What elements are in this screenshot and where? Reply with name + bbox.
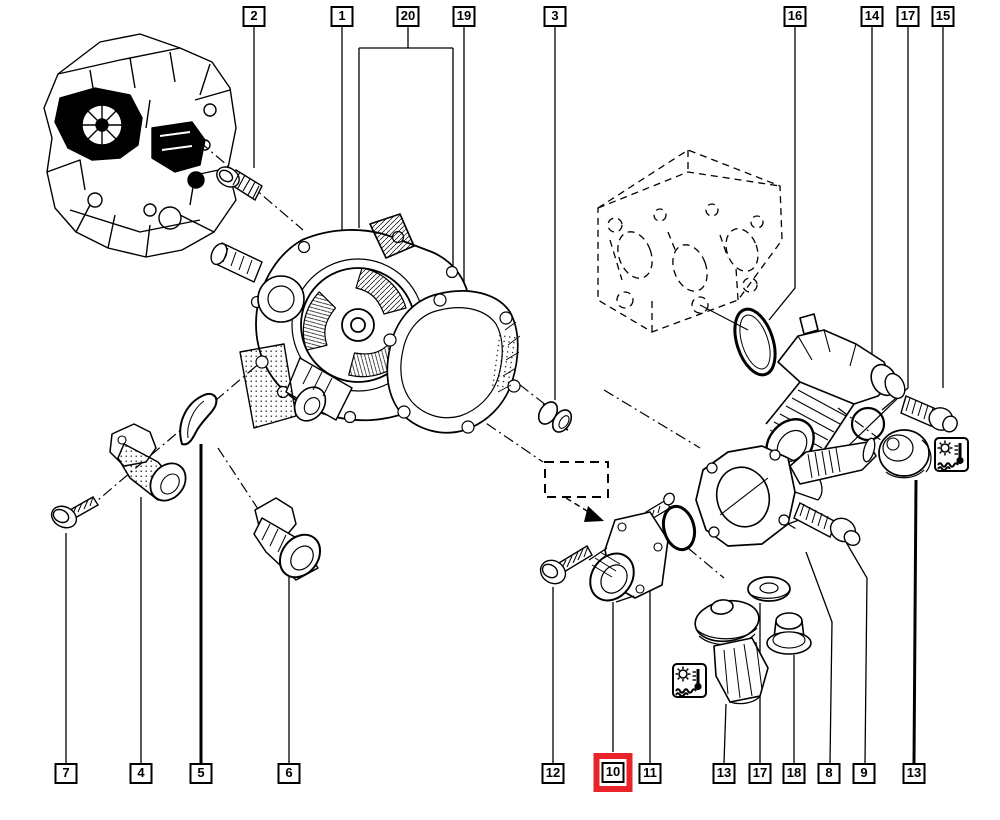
thermostat-housing-4-illustration [109, 423, 187, 502]
callout-box-5[interactable]: 5 [189, 763, 213, 784]
highlight-frame: 10 [593, 753, 633, 792]
callout-box-18[interactable]: 18 [782, 763, 806, 784]
callout-box-17-bottom[interactable]: 17 [748, 763, 772, 784]
leader-lines-bold [199, 444, 918, 764]
coolant-outlet-housing-illustration [695, 437, 877, 547]
thermostat-cap-illustration [878, 429, 932, 479]
o-ring-16-illustration [733, 307, 777, 377]
bolt-7-illustration [50, 496, 99, 529]
callout-box-17-top[interactable]: 17 [896, 6, 920, 27]
bolt-15-illustration [900, 395, 958, 433]
callout-box-15[interactable]: 15 [931, 6, 955, 27]
bolt-12-illustration [539, 545, 593, 585]
callout-box-8[interactable]: 8 [817, 763, 841, 784]
callout-box-7[interactable]: 7 [54, 763, 78, 784]
callout-box-19[interactable]: 19 [452, 6, 476, 27]
callout-box-11[interactable]: 11 [638, 763, 662, 784]
pump-gasket-illustration [383, 290, 521, 434]
dowel-3-illustration [537, 401, 573, 433]
callout-box-4[interactable]: 4 [129, 763, 153, 784]
reference-dashed-box [544, 461, 609, 498]
washer-17-illustration [747, 576, 791, 602]
temperature-sensor-13-illustration [694, 599, 769, 705]
engine-illustration [43, 33, 237, 258]
o-ring-11-illustration [661, 504, 697, 552]
callout-box-12[interactable]: 12 [541, 763, 565, 784]
callout-box-20[interactable]: 20 [396, 6, 420, 27]
callout-box-2[interactable]: 2 [242, 6, 266, 27]
callout-box-6[interactable]: 6 [277, 763, 301, 784]
callout-box-3[interactable]: 3 [543, 6, 567, 27]
callout-box-13-a[interactable]: 13 [712, 763, 736, 784]
cylinder-head-illustration [597, 149, 783, 333]
callout-box-13-b[interactable]: 13 [902, 763, 926, 784]
plug-18-illustration [766, 612, 812, 655]
seal-5-illustration [179, 393, 218, 446]
bolt-2-illustration [216, 166, 263, 202]
thermostat-insert-10-illustration [588, 492, 675, 603]
bolt-8-illustration [793, 502, 861, 547]
callout-box-10-highlighted[interactable]: 10 [601, 762, 625, 783]
leader-lines [65, 26, 944, 764]
callout-box-1[interactable]: 1 [330, 6, 354, 27]
callout-box-16[interactable]: 16 [783, 6, 807, 27]
outlet-pipe-6-illustration [253, 497, 322, 581]
pointer-arrow [565, 497, 604, 522]
callout-box-9[interactable]: 9 [852, 763, 876, 784]
callout-box-14[interactable]: 14 [860, 6, 884, 27]
